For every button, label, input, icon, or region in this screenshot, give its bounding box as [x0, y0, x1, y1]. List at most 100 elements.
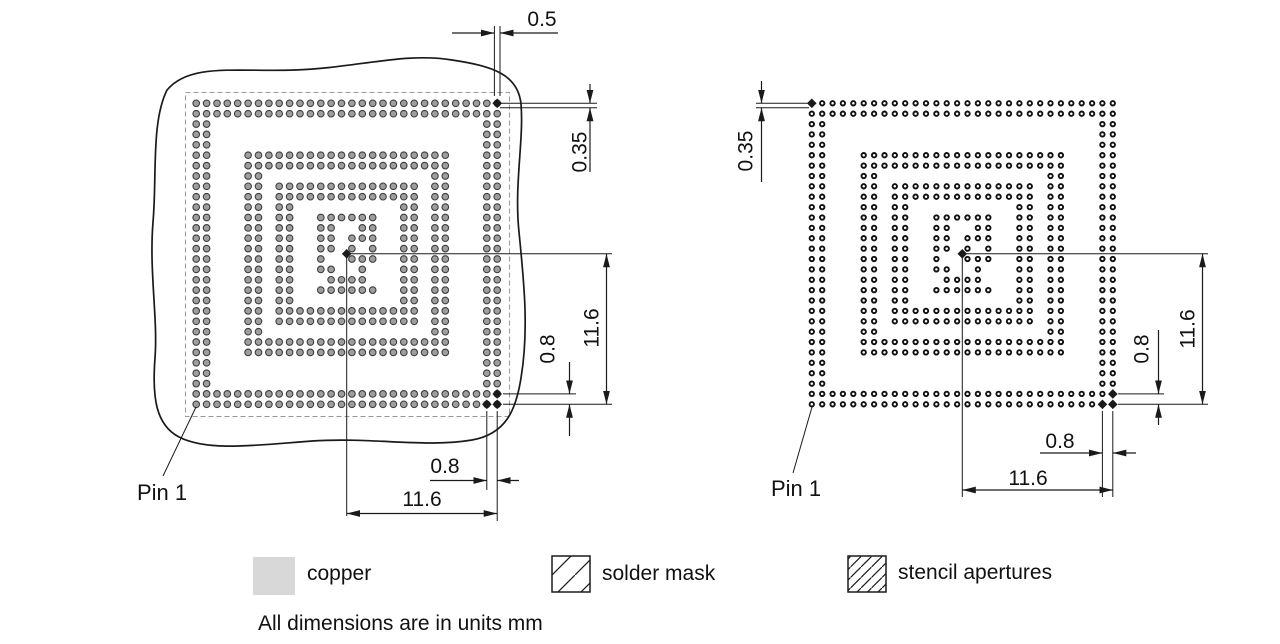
copper-pad	[441, 109, 450, 118]
copper-pad	[358, 307, 367, 315]
copper-pad	[410, 400, 419, 409]
copper-pad	[399, 151, 408, 160]
copper-pad	[410, 286, 419, 294]
copper-pad	[327, 151, 335, 160]
stencil-aperture	[1005, 318, 1013, 325]
stencil-aperture	[1099, 120, 1106, 128]
stencil-aperture	[1047, 286, 1054, 294]
stencil-aperture	[870, 255, 878, 263]
stencil-aperture	[964, 349, 971, 356]
copper-pad	[265, 161, 273, 170]
stencil-aperture	[1016, 318, 1023, 325]
stencil-aperture	[870, 100, 878, 107]
stencil-aperture	[922, 162, 930, 169]
copper-pad	[337, 390, 346, 398]
dim-label-horizontal-half-span: 11.6	[1008, 467, 1047, 490]
stencil-aperture	[943, 390, 950, 398]
copper-pad	[462, 400, 470, 409]
copper-pad	[296, 99, 304, 108]
stencil-aperture	[1099, 349, 1106, 356]
copper-pad	[327, 234, 335, 243]
copper-pad	[244, 151, 252, 160]
copper-pad	[399, 338, 408, 346]
copper-pad	[337, 213, 346, 222]
stencil-aperture	[860, 307, 867, 315]
copper-pad	[493, 265, 502, 274]
copper-pad	[410, 203, 419, 211]
stencil-aperture	[860, 203, 867, 211]
copper-pad	[431, 400, 439, 409]
stencil-aperture	[808, 359, 815, 366]
copper-pad	[493, 255, 502, 263]
stencil-aperture	[860, 193, 867, 200]
copper-pad	[285, 203, 294, 211]
copper-pad	[431, 244, 439, 253]
stencil-aperture	[870, 183, 878, 190]
stencil-aperture	[953, 193, 961, 200]
copper-pad	[493, 213, 502, 222]
copper-pad	[441, 390, 450, 398]
copper-pad	[233, 99, 242, 108]
copper-pad	[213, 400, 221, 409]
copper-pad	[244, 255, 252, 263]
copper-pad	[275, 203, 284, 211]
stencil-aperture	[974, 214, 982, 221]
copper-pad	[420, 151, 429, 160]
copper-pad	[379, 390, 387, 398]
stencil-aperture	[933, 390, 940, 398]
stencil-aperture	[808, 172, 815, 180]
copper-pad	[265, 151, 273, 160]
stencil-aperture	[974, 307, 982, 315]
stencil-aperture	[1016, 245, 1023, 252]
stencil-aperture	[1016, 266, 1023, 273]
copper-pad	[337, 161, 346, 170]
stencil-aperture	[1026, 235, 1033, 242]
stencil-aperture	[808, 266, 815, 273]
stencil-aperture	[1026, 390, 1033, 398]
copper-pad	[202, 182, 211, 191]
copper-pad	[202, 317, 211, 326]
copper-pad	[410, 275, 419, 284]
copper-pad	[244, 244, 252, 253]
copper-pad	[316, 348, 325, 357]
copper-pad	[410, 99, 419, 108]
stencil-aperture	[974, 224, 982, 232]
stencil-aperture	[1057, 401, 1065, 408]
copper-pad	[379, 348, 387, 357]
stencil-aperture	[933, 162, 940, 169]
copper-pad	[482, 265, 491, 274]
copper-pad	[192, 286, 201, 294]
stencil-aperture	[953, 183, 961, 190]
dim-label-row-pitch: 0.8	[537, 334, 560, 363]
datum-diamond	[341, 249, 352, 259]
stencil-aperture	[902, 152, 909, 159]
copper-pad	[379, 192, 387, 201]
copper-pad	[285, 213, 294, 222]
stencil-aperture	[881, 100, 888, 107]
stencil-aperture	[891, 100, 898, 107]
stencil-aperture	[985, 100, 992, 107]
copper-pad	[462, 390, 470, 398]
copper-pad	[348, 213, 356, 222]
stencil-aperture	[1109, 266, 1116, 273]
stencil-aperture	[808, 349, 815, 356]
stencil-aperture	[1057, 100, 1065, 107]
stencil-aperture	[870, 193, 878, 200]
copper-pad	[410, 244, 419, 253]
stencil-aperture	[1026, 224, 1033, 232]
copper-pad	[254, 213, 263, 222]
copper-pad	[296, 400, 304, 409]
copper-pad	[265, 348, 273, 357]
stencil-aperture	[881, 349, 888, 356]
stencil-aperture	[881, 110, 888, 117]
stencil-aperture	[808, 141, 815, 148]
stencil-aperture	[985, 235, 992, 242]
stencil-aperture	[860, 100, 867, 107]
copper-pad	[192, 172, 201, 180]
stencil-aperture	[1047, 203, 1054, 211]
stencil-aperture	[1026, 193, 1033, 200]
copper-pad	[296, 338, 304, 346]
stencil-aperture	[808, 255, 815, 263]
copper-pad	[202, 307, 211, 315]
stencil-aperture	[922, 100, 930, 107]
